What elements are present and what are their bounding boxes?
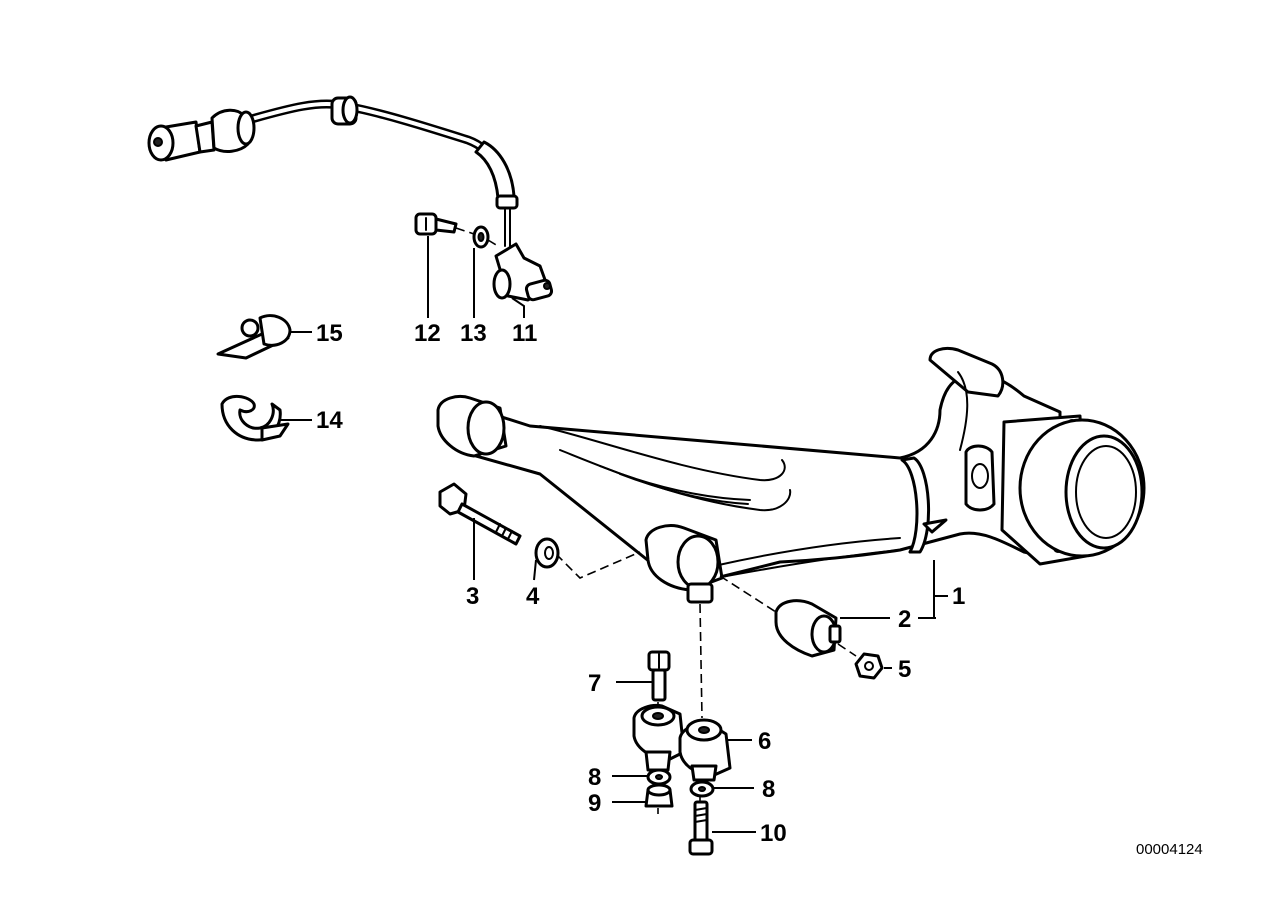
sensor-bolt: [414, 212, 475, 236]
callout-labels: 12 13 11 15 14 3 4 1 2 5 7 6 8 9 8 10: [316, 320, 965, 847]
callout-8-left: 8: [588, 764, 601, 791]
pivot-bolt: [438, 482, 522, 546]
rubber-mount-right: [678, 718, 732, 782]
callout-8-right: 8: [762, 776, 775, 803]
callout-6: 6: [758, 728, 771, 755]
mount-washer-right: [689, 780, 715, 798]
callout-1: 1: [952, 583, 965, 610]
callout-2: 2: [898, 606, 911, 633]
callout-4: 4: [526, 583, 540, 610]
cable-connector-plug: [147, 108, 256, 162]
callout-12: 12: [414, 320, 441, 347]
callout-7: 7: [588, 670, 601, 697]
pivot-washer: [534, 537, 560, 569]
callout-5: 5: [898, 656, 911, 683]
document-number: 00004124: [1136, 841, 1203, 858]
rubber-bushing: [774, 599, 842, 658]
sensor-washer: [472, 225, 499, 249]
callout-14: 14: [316, 407, 343, 434]
mount-washer-left: [646, 768, 672, 786]
callout-13: 13: [460, 320, 487, 347]
bushing-nut: [854, 652, 884, 680]
hose-clip-15: [216, 314, 292, 360]
callout-11: 11: [512, 320, 537, 347]
mount-bolt-10: [688, 800, 714, 856]
callout-9: 9: [588, 790, 601, 817]
rubber-mount-left: [632, 704, 686, 772]
sensor-cable: [243, 95, 519, 247]
callout-10: 10: [760, 820, 787, 847]
cable-clip-14: [220, 395, 290, 442]
trailing-arm: [436, 346, 1146, 604]
mount-bolt-7: [647, 650, 671, 702]
wheel-speed-sensor: [492, 242, 554, 302]
mount-nut: [644, 783, 674, 808]
callout-15: 15: [316, 320, 343, 347]
callout-3: 3: [466, 583, 479, 610]
callout-leaders: [280, 236, 948, 833]
